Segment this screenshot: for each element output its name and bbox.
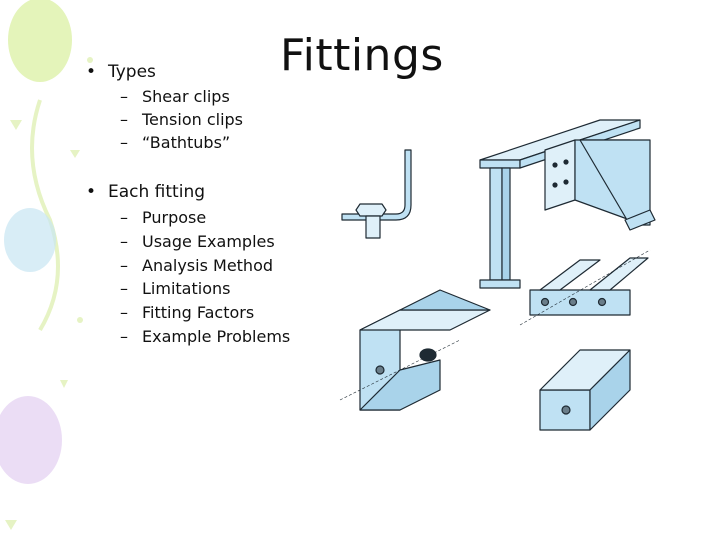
sub-item: –Tension clips	[120, 110, 244, 129]
bullet-each-fitting: •Each fitting	[86, 182, 206, 202]
double-angle-clip-illustration	[519, 249, 651, 326]
channel-clip-illustration	[539, 349, 631, 431]
slide-title: Fittings	[280, 30, 444, 81]
shear-clip-illustration	[479, 119, 656, 289]
sub-item: –“Bathtubs”	[120, 133, 231, 152]
sub-item: –Purpose	[120, 208, 207, 227]
balloon-decoration	[0, 0, 93, 530]
sub-item: –Limitations	[120, 279, 231, 298]
bullet-types: •Types	[86, 62, 156, 82]
bathtub-fitting-illustration	[339, 289, 491, 411]
sub-item: –Analysis Method	[120, 256, 274, 275]
sub-item: –Usage Examples	[120, 232, 275, 251]
sub-item: –Fitting Factors	[120, 303, 255, 322]
fittings-illustration	[339, 119, 656, 431]
sub-item: –Shear clips	[120, 87, 230, 106]
tension-clip-illustration	[341, 149, 412, 239]
sub-item: –Example Problems	[120, 327, 291, 346]
